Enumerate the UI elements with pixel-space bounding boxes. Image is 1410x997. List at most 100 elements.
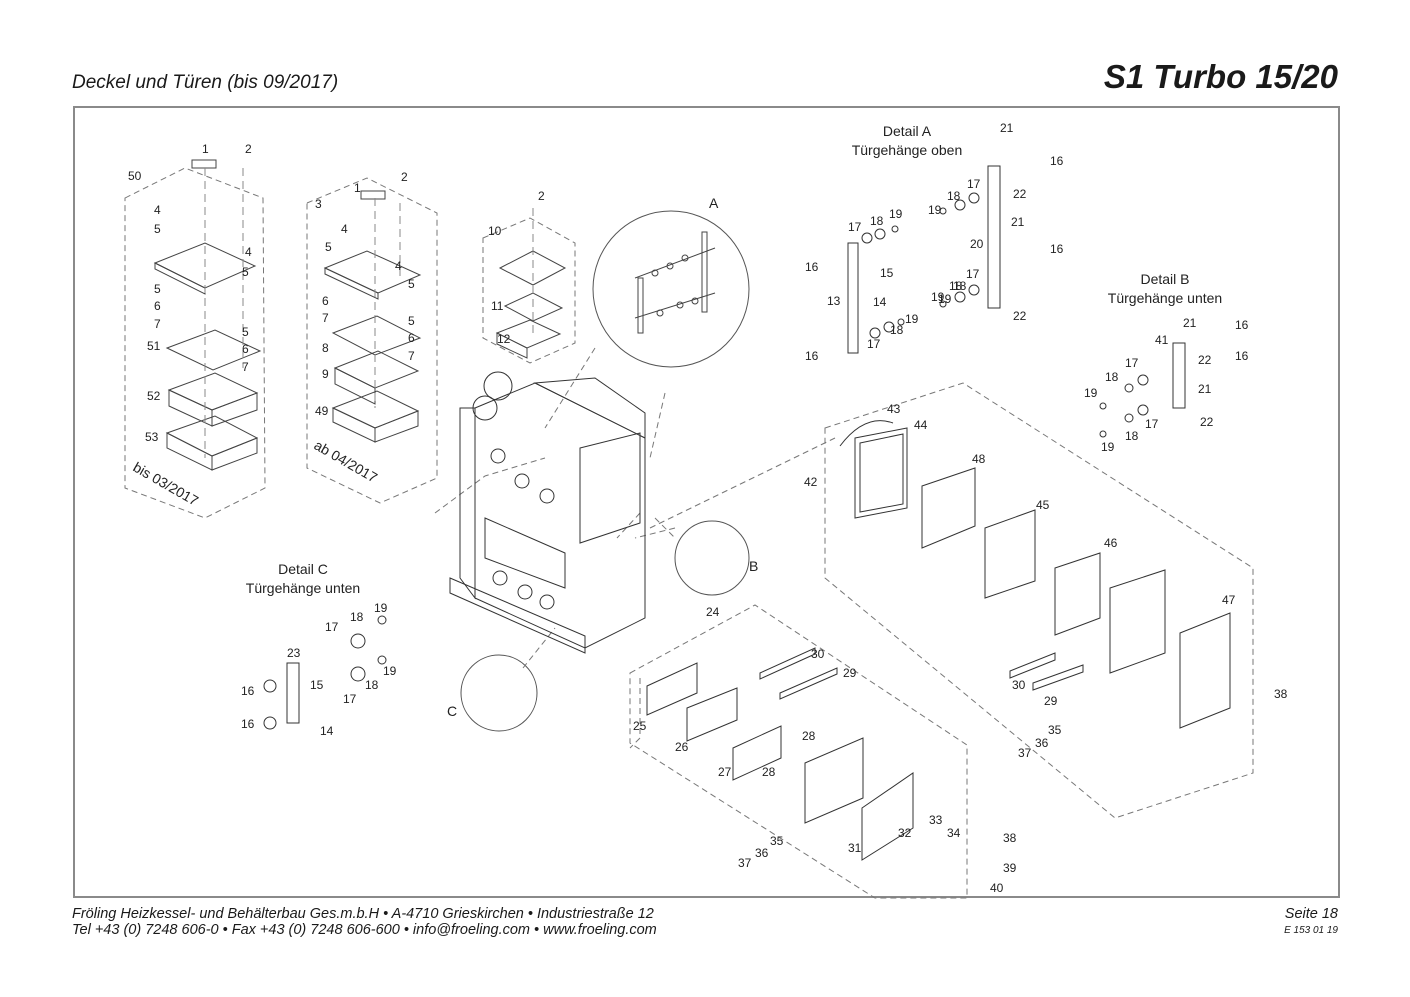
callout-number: 21 <box>1011 215 1025 229</box>
callout-number: 17 <box>867 337 881 351</box>
callout-number: 24 <box>706 605 720 619</box>
callout-number: 34 <box>947 826 961 840</box>
callout-number: 4 <box>341 222 348 236</box>
detail-a-subcaption: Türgehänge oben <box>852 142 963 158</box>
callout-number: 27 <box>718 765 732 779</box>
callout-number: 3 <box>315 197 322 211</box>
callout-number: 19 <box>1101 440 1115 454</box>
callout-number: 18 <box>350 610 364 624</box>
page-title: S1 Turbo 15/20 <box>1103 58 1338 95</box>
callout-number: 47 <box>1222 593 1236 607</box>
callout-number: 10 <box>488 224 502 238</box>
callout-number: C <box>447 703 457 719</box>
callout-number: 45 <box>1036 498 1050 512</box>
callout-number: 17 <box>343 692 357 706</box>
callout-number: 19 <box>905 312 919 326</box>
callout-number: 18 <box>947 189 961 203</box>
callout-number: 16 <box>241 684 255 698</box>
callout-number: 22 <box>1200 415 1214 429</box>
callout-number: 50 <box>128 169 142 183</box>
callout-number: 5 <box>154 222 161 236</box>
callout-number: 6 <box>242 342 249 356</box>
callout-number: 18 <box>890 323 904 337</box>
exploded-parts-diagram: 1 2 50 4 5 4 5 5 6 7 5 6 7 51 52 53 1 2 … <box>124 121 1288 899</box>
callout-number: B <box>749 558 758 574</box>
callout-number: 32 <box>898 826 912 840</box>
callout-number: 7 <box>322 311 329 325</box>
callout-number: 22 <box>1013 187 1027 201</box>
callout-number: 19 <box>374 601 388 615</box>
callout-number: 16 <box>805 349 819 363</box>
callout-number: 40 <box>990 881 1004 895</box>
callout-number: 17 <box>1125 356 1139 370</box>
callout-number: 4 <box>154 203 161 217</box>
callout-number: 21 <box>1198 382 1212 396</box>
callout-number: 18 <box>953 279 967 293</box>
callout-number: 17 <box>967 177 981 191</box>
callout-number: 1 <box>202 142 209 156</box>
callout-number: 16 <box>1235 349 1249 363</box>
callout-number: 14 <box>873 295 887 309</box>
callout-number: 9 <box>322 367 329 381</box>
callout-number: 29 <box>843 666 857 680</box>
callout-number: 5 <box>242 265 249 279</box>
callout-number: 15 <box>880 266 894 280</box>
callout-number: 46 <box>1104 536 1118 550</box>
callout-number: 17 <box>966 267 980 281</box>
callout-number: 5 <box>154 282 161 296</box>
callout-number: 19 <box>931 290 945 304</box>
callout-number: 42 <box>804 475 818 489</box>
callout-number: 19 <box>889 207 903 221</box>
callout-number: 12 <box>497 332 511 346</box>
callout-number: 6 <box>322 294 329 308</box>
label-bis-2017: bis 03/2017 <box>131 459 202 509</box>
callout-number: 48 <box>972 452 986 466</box>
callout-number: 38 <box>1274 687 1288 701</box>
callout-number: 6 <box>154 299 161 313</box>
callout-number: 35 <box>770 834 784 848</box>
callout-number: 37 <box>1018 746 1032 760</box>
detail-b-caption: Detail B <box>1140 271 1189 287</box>
callout-number: 29 <box>1044 694 1058 708</box>
callout-number: 31 <box>848 841 862 855</box>
callout-number: 17 <box>848 220 862 234</box>
callout-number: 5 <box>408 277 415 291</box>
callout-number: 33 <box>929 813 943 827</box>
detail-c-subcaption: Türgehänge unten <box>246 580 360 596</box>
label-ab-2017: ab 04/2017 <box>312 437 381 486</box>
callout-number: 26 <box>675 740 689 754</box>
callout-number: 43 <box>887 402 901 416</box>
callout-number: 19 <box>1084 386 1098 400</box>
callout-number: 39 <box>1003 861 1017 875</box>
group-outlines <box>124 167 1254 899</box>
callout-number: 52 <box>147 389 161 403</box>
detail-a-caption: Detail A <box>883 123 932 139</box>
callout-number: 18 <box>949 279 963 293</box>
exploded-view-frame: 1 2 50 4 5 4 5 5 6 7 5 6 7 51 52 53 1 2 … <box>73 106 1340 899</box>
callout-number: 53 <box>145 430 159 444</box>
callout-number: 28 <box>762 765 776 779</box>
callout-number: 4 <box>245 245 252 259</box>
detail-b-subcaption: Türgehänge unten <box>1108 290 1222 306</box>
callout-number: 51 <box>147 339 161 353</box>
callout-number: 18 <box>870 214 884 228</box>
callout-number: 16 <box>1235 318 1249 332</box>
callout-number: 7 <box>242 360 249 374</box>
callout-number: 2 <box>401 170 408 184</box>
callout-number: 28 <box>802 729 816 743</box>
callout-number: 1 <box>354 181 361 195</box>
callout-number: 44 <box>914 418 928 432</box>
callout-number: 2 <box>538 189 545 203</box>
document-code: E 153 01 19 <box>1284 925 1338 936</box>
callout-number: 11 <box>491 299 504 313</box>
callout-number: 49 <box>315 404 329 418</box>
callout-number: 30 <box>811 647 825 661</box>
callout-number: 36 <box>755 846 769 860</box>
callout-number: 19 <box>938 292 952 306</box>
callout-number: 13 <box>827 294 841 308</box>
callout-number: 8 <box>322 341 329 355</box>
callout-number: 25 <box>633 719 647 733</box>
footer-contact: Tel +43 (0) 7248 606-0 • Fax +43 (0) 724… <box>72 922 657 938</box>
detail-circles <box>460 210 750 732</box>
callout-number: 22 <box>1198 353 1212 367</box>
